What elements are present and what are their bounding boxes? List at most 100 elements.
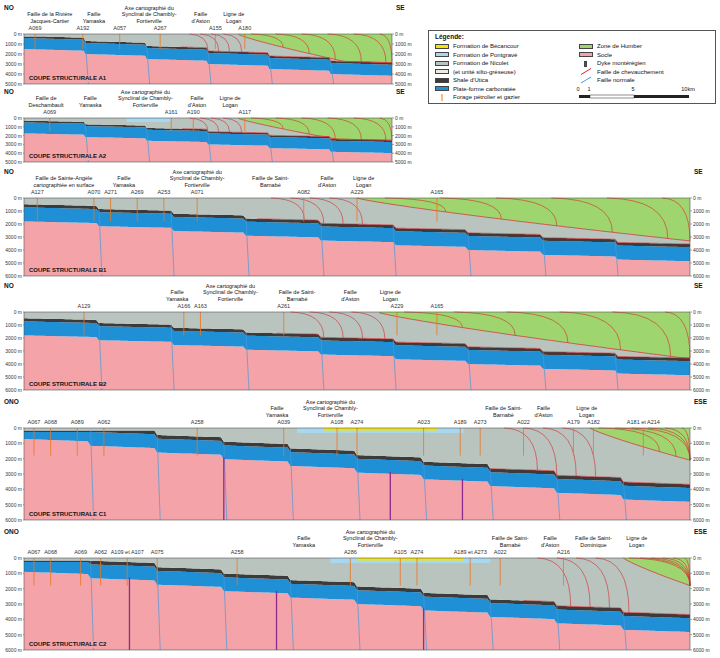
fault-label: Ligne de Logan — [219, 11, 249, 24]
depth-label: 3000 m — [5, 348, 22, 354]
depth-tick — [23, 34, 24, 35]
legend-line-sample — [581, 77, 591, 83]
legend-text: Zone de Humber — [597, 43, 642, 50]
cross-section — [23, 558, 692, 650]
depth-label: 3000 m — [5, 471, 22, 477]
thrust-fault — [651, 558, 690, 586]
depth-tick — [23, 619, 24, 620]
cross-section — [23, 34, 394, 84]
depth-label: 2000 m — [5, 586, 22, 592]
normal-fault — [490, 599, 493, 650]
direction-label: ONO — [4, 398, 19, 405]
depth-label: 4000 m — [5, 71, 22, 77]
normal-fault — [357, 455, 360, 520]
depth-label: 0 m — [14, 115, 22, 121]
well-trace — [470, 558, 471, 586]
thrust-fault — [648, 428, 690, 460]
depth-label: 2000 m — [693, 586, 710, 592]
thrust-fault — [190, 118, 208, 132]
scale-bar — [579, 95, 590, 98]
depth-tick — [690, 604, 692, 605]
depth-label: 0 m — [14, 31, 22, 37]
normal-fault — [331, 139, 334, 162]
depth-label: 5000 m — [5, 159, 22, 165]
depth-tick — [23, 364, 24, 365]
legend-swatch — [435, 78, 449, 83]
depth-label: 1000 m — [5, 41, 22, 47]
scale-label: 5 — [631, 86, 634, 92]
well-label: A182 — [587, 419, 600, 425]
well-trace — [357, 428, 358, 456]
section-frame — [24, 34, 392, 84]
normal-fault — [543, 238, 546, 276]
depth-label: 2000 m — [693, 335, 710, 341]
well-label: A022 — [517, 419, 530, 425]
depth-tick — [23, 377, 24, 378]
humber-zone — [379, 312, 690, 358]
section-panel: COUPE STRUCTURALE A1 — [24, 34, 392, 84]
thrust-fault — [257, 219, 690, 244]
nicolet-layer — [24, 118, 392, 140]
normal-fault — [99, 323, 102, 390]
normal-fault — [290, 448, 293, 520]
well-label: A181 et A214 — [627, 419, 660, 425]
normal-fault — [557, 606, 560, 650]
depth-label: 5000 m — [5, 374, 22, 380]
legend-text: Formation de Nicolet — [453, 60, 508, 67]
well-label: A067 — [28, 419, 41, 425]
thrust-fault — [640, 558, 690, 586]
well-label: A067 — [28, 549, 41, 555]
normal-fault — [468, 233, 471, 276]
depth-label: 1000 m — [5, 124, 22, 130]
legend-text: Plate-forme carbonatée — [453, 86, 516, 93]
legend-text: Formation de Bécancour — [453, 43, 519, 50]
fault-label: Faille de Saint-Dominique — [573, 535, 613, 548]
fault-label: Faille Yamaska — [162, 289, 192, 302]
depth-label: 0 m — [14, 425, 22, 431]
thrust-fault — [662, 558, 690, 586]
thrust-fault — [357, 198, 690, 241]
direction-label: NO — [4, 4, 14, 11]
depth-tick — [392, 118, 394, 119]
well-label: A068 — [44, 549, 57, 555]
depth-tick — [690, 351, 692, 352]
depth-tick — [690, 377, 692, 378]
depth-label: 4000 m — [395, 71, 412, 77]
well-label: A190 — [187, 109, 200, 115]
cross-section — [23, 118, 394, 162]
thrust-fault — [329, 198, 362, 224]
depth-label: 5000 m — [395, 81, 412, 87]
depth-tick — [23, 153, 24, 154]
well-trace — [337, 428, 338, 456]
well-label: A163 — [194, 303, 207, 309]
well-trace — [110, 198, 111, 221]
well-label: A062 — [94, 549, 107, 555]
legend-swatch — [435, 52, 449, 57]
dyke-symbol — [223, 457, 224, 520]
well-trace — [77, 428, 78, 456]
depth-label: 6000 m — [693, 517, 710, 523]
depth-label: 0 m — [395, 115, 403, 121]
depth-label: 5000 m — [5, 260, 22, 266]
fault-label: Axe cartographié du Synclinal de Chambly… — [339, 529, 401, 549]
depth-tick — [23, 135, 24, 136]
depth-tick — [392, 64, 394, 65]
well-trace — [283, 428, 284, 456]
thrust-fault — [496, 198, 557, 226]
normal-fault — [147, 46, 150, 84]
normal-fault — [543, 352, 546, 390]
well-trace — [193, 118, 194, 131]
well-label: A267 — [154, 25, 167, 31]
direction-label: NO — [4, 88, 14, 95]
depth-tick — [690, 474, 692, 475]
section-title: COUPE STRUCTURALE B2 — [27, 381, 108, 388]
legend-box: Légende:Formation de BécancourFormation … — [428, 30, 716, 104]
normal-fault — [269, 135, 272, 162]
depth-label: 4000 m — [5, 247, 22, 253]
direction-label: SE — [694, 168, 703, 175]
thrust-fault — [576, 558, 609, 608]
well-trace — [416, 558, 417, 586]
well-label: A039 — [277, 419, 290, 425]
humber-zone — [239, 34, 392, 63]
thrust-fault — [596, 558, 629, 613]
